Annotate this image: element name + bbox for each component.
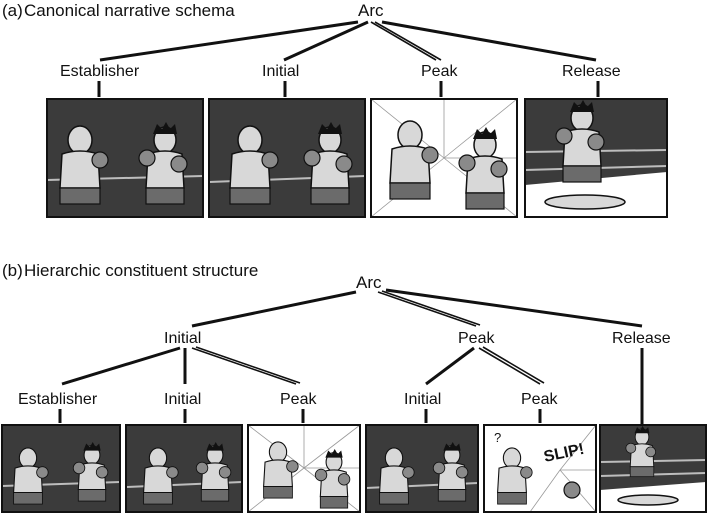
node-b-release: Release bbox=[612, 330, 671, 347]
section-b: (b) Hierarchic constituent structure Arc… bbox=[1, 261, 707, 513]
edge-b-init-est bbox=[61, 346, 181, 386]
section-b-letter: (b) bbox=[2, 261, 23, 280]
edge-b-peak-peak-2 bbox=[482, 346, 545, 384]
question-mark: ? bbox=[494, 430, 501, 445]
section-b-title: Hierarchic constituent structure bbox=[24, 261, 258, 280]
edge-b-initial bbox=[191, 290, 357, 328]
leaf-b-initial-2: Initial bbox=[404, 391, 441, 408]
panel-a-peak bbox=[370, 98, 518, 218]
leaf-b-peak-1: Peak bbox=[280, 391, 317, 408]
leaf-b-initial-1: Initial bbox=[164, 391, 201, 408]
edge-a-initial bbox=[283, 20, 369, 62]
edge-a-establisher bbox=[99, 20, 359, 62]
edge-a-release bbox=[381, 20, 597, 62]
section-a: (a) Canonical narrative schema Arc Estab… bbox=[2, 1, 668, 218]
node-b-peak-mid: Peak bbox=[458, 330, 495, 347]
node-b-initial-mid: Initial bbox=[164, 330, 201, 347]
node-a-establisher: Establisher bbox=[60, 63, 140, 80]
edge-b-init-peak-2 bbox=[195, 346, 301, 384]
arc-root-a: Arc bbox=[358, 1, 384, 20]
section-a-title: Canonical narrative schema bbox=[24, 1, 235, 20]
panel-b-initial bbox=[125, 424, 243, 513]
arc-root-b: Arc bbox=[356, 273, 382, 292]
node-a-initial: Initial bbox=[262, 63, 299, 80]
leaf-b-establisher: Establisher bbox=[18, 391, 98, 408]
panel-a-initial bbox=[208, 98, 366, 218]
edge-b-peak-2 bbox=[381, 290, 481, 326]
edge-a-peak-2 bbox=[374, 21, 442, 61]
panel-b-release bbox=[599, 424, 707, 513]
edge-a-peak-1 bbox=[370, 21, 437, 61]
edge-b-release bbox=[385, 288, 643, 328]
section-a-letter: (a) bbox=[2, 1, 23, 20]
leaf-b-peak-2: Peak bbox=[521, 391, 558, 408]
node-a-release: Release bbox=[562, 63, 621, 80]
node-a-peak: Peak bbox=[421, 63, 458, 80]
edge-b-peak-peak-1 bbox=[478, 347, 541, 385]
panel-a-release bbox=[524, 98, 668, 218]
panel-b-initial-2 bbox=[365, 424, 479, 513]
panel-a-establisher bbox=[46, 98, 204, 218]
edge-b-peak-init bbox=[425, 346, 475, 386]
panel-b-establisher bbox=[1, 424, 121, 513]
panel-b-peak bbox=[247, 424, 361, 513]
edge-b-peak-1 bbox=[377, 291, 477, 327]
edge-b-init-peak-1 bbox=[191, 347, 297, 385]
panel-b-peak-2: ? SLIP! bbox=[483, 424, 597, 513]
